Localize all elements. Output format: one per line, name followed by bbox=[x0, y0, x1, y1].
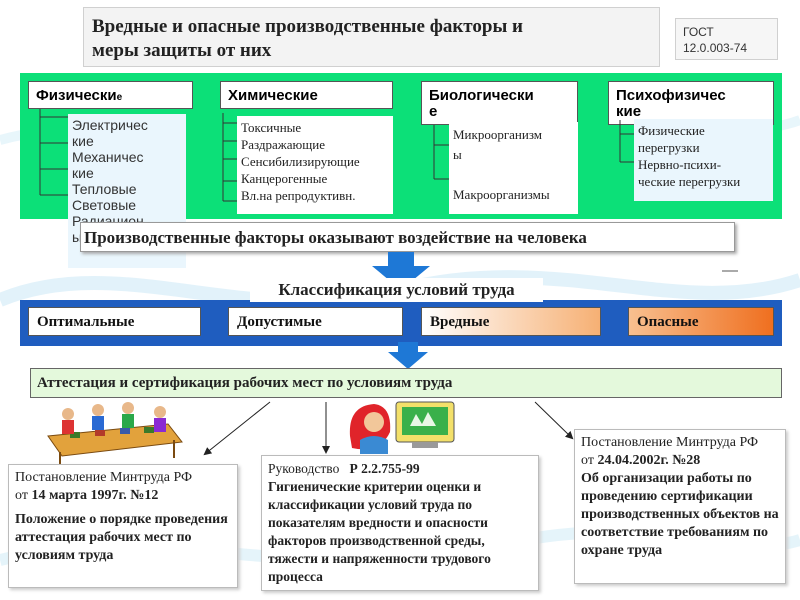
physical-item: Механичес bbox=[72, 149, 144, 165]
category-physical-header: Физические bbox=[28, 81, 193, 109]
gost-line-2: 12.0.003-74 bbox=[683, 41, 748, 55]
category-chemical-items: Токсичные Раздражающие Сенсибилизирующие… bbox=[237, 116, 393, 214]
chemical-item: Канцерогенные bbox=[241, 171, 328, 186]
psychophysical-item: перегрузки bbox=[638, 140, 700, 155]
class-dangerous: Опасные bbox=[628, 307, 774, 336]
slide-title: Вредные и опасные производственные факто… bbox=[83, 7, 660, 67]
document-left-body: Положение о порядке проведения аттестаци… bbox=[15, 512, 228, 563]
category-biological-title-cont: е bbox=[429, 103, 438, 120]
physical-item: Электричес bbox=[72, 117, 148, 133]
physical-item: кие bbox=[72, 133, 94, 149]
classification-title: Классификация условий труда bbox=[250, 278, 543, 302]
category-psychophysical-title-cont: кие bbox=[616, 103, 642, 120]
class-acceptable: Допустимые bbox=[228, 307, 403, 336]
spacer bbox=[453, 165, 574, 185]
computer-user-illustration bbox=[349, 401, 455, 454]
document-right-prefix: от bbox=[581, 453, 598, 468]
category-chemical-title: Химические bbox=[228, 87, 318, 104]
category-physical-tree bbox=[39, 109, 68, 196]
impact-statement: Производственные факторы оказывают возде… bbox=[80, 222, 735, 252]
chemical-item: Вл.на репродуктивн. bbox=[241, 188, 356, 203]
biological-item: Макроорганизмы bbox=[453, 187, 550, 202]
document-left-line2: от 14 марта 1997г. №12 bbox=[15, 487, 231, 505]
document-right-line1: Постановление Минтруда РФ bbox=[581, 435, 759, 450]
category-chemical-tree bbox=[222, 113, 237, 202]
document-middle: Руководство Р 2.2.755-99 Гигиенические к… bbox=[261, 455, 539, 591]
category-biological-header: Биологически е bbox=[421, 81, 578, 125]
chemical-item: Раздражающие bbox=[241, 137, 325, 152]
category-physical-title: Физически bbox=[36, 87, 117, 104]
document-right-date: 24.04.2002г. №28 bbox=[597, 453, 701, 468]
psychophysical-item: Физические bbox=[638, 123, 705, 138]
category-chemical-header: Химические bbox=[220, 81, 393, 109]
document-left: Постановление Минтруда РФ от 14 марта 19… bbox=[8, 464, 238, 588]
category-psychophysical-tree bbox=[619, 120, 636, 163]
attestation-bar: Аттестация и сертификация рабочих мест п… bbox=[30, 368, 782, 398]
document-middle-prefix: Руководство bbox=[268, 461, 340, 476]
document-middle-body: Гигиенические критерии оценки и классифи… bbox=[268, 479, 491, 584]
category-psychophysical-title: Психофизичес bbox=[616, 87, 726, 104]
document-middle-code: Р 2.2.755-99 bbox=[349, 461, 420, 476]
category-physical-title-suffix: е bbox=[116, 92, 123, 103]
category-biological-items: Микроорганизм ы Макроорганизмы bbox=[449, 122, 578, 214]
document-left-date: 14 марта 1997г. №12 bbox=[31, 488, 159, 503]
category-psychophysical-items: Физические перегрузки Нервно-психи- ческ… bbox=[634, 119, 773, 201]
document-right-body: Об организации работы по проведению серт… bbox=[581, 471, 779, 558]
chemical-item: Токсичные bbox=[241, 120, 302, 135]
category-psychophysical-header: Психофизичес кие bbox=[608, 81, 774, 125]
physical-item: кие bbox=[72, 165, 94, 181]
class-optimal: Оптимальные bbox=[28, 307, 201, 336]
document-left-prefix: от bbox=[15, 488, 32, 503]
biological-item: ы bbox=[453, 147, 462, 162]
physical-item: Тепловые bbox=[72, 181, 137, 197]
category-biological-tree bbox=[433, 125, 450, 180]
document-right: Постановление Минтруда РФ от 24.04.2002г… bbox=[574, 429, 786, 584]
workers-illustration bbox=[47, 402, 183, 464]
psychophysical-item: ческие перегрузки bbox=[638, 174, 741, 189]
arrow-down-icon bbox=[388, 342, 428, 369]
physical-item: Световые bbox=[72, 197, 137, 213]
connector-arrows bbox=[203, 401, 574, 456]
biological-item: Микроорганизм bbox=[453, 127, 543, 142]
impact-underline bbox=[722, 270, 738, 272]
document-right-line2: от 24.04.2002г. №28 bbox=[581, 452, 779, 470]
category-biological-title: Биологически bbox=[429, 87, 534, 104]
psychophysical-item: Нервно-психи- bbox=[638, 157, 722, 172]
gost-line-1: ГОСТ bbox=[683, 25, 714, 39]
gost-label: ГОСТ 12.0.003-74 bbox=[675, 18, 778, 60]
document-left-line1: Постановление Минтруда РФ bbox=[15, 470, 193, 485]
chemical-item: Сенсибилизирующие bbox=[241, 154, 360, 169]
document-middle-line1: Руководство Р 2.2.755-99 bbox=[268, 460, 532, 478]
arrow-down-icon bbox=[372, 252, 430, 290]
class-harmful: Вредные bbox=[421, 307, 601, 336]
title-line-1: Вредные и опасные производственные факто… bbox=[92, 16, 523, 37]
title-line-2: меры защиты от них bbox=[92, 40, 272, 61]
